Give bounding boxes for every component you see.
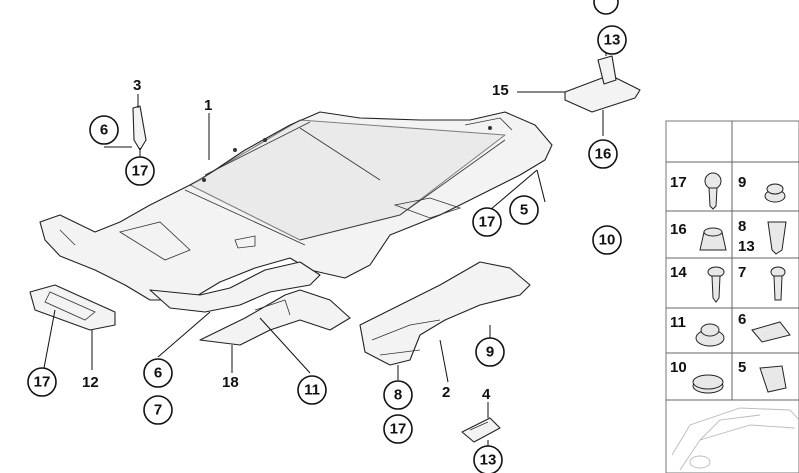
clip-4 — [461, 417, 501, 443]
label-18: 18 — [222, 374, 239, 391]
label-12: 12 — [82, 374, 99, 391]
label-5: 5 — [520, 202, 528, 219]
callout-16: 16 — [595, 146, 612, 163]
rear-shield — [359, 261, 531, 366]
label-1: 1 — [204, 97, 212, 114]
leader-lines — [43, 48, 607, 446]
bracket-3 — [132, 105, 147, 151]
callout-17-c: 17 — [34, 374, 51, 391]
legend-5: 5 — [738, 359, 746, 376]
callout-8: 8 — [394, 387, 402, 404]
legend-14: 14 — [670, 264, 687, 281]
legend-17: 17 — [670, 174, 687, 191]
callout-17-b: 17 — [479, 214, 496, 231]
small-plate — [29, 284, 116, 331]
callout-17-d: 17 — [390, 421, 407, 438]
legend-6: 6 — [738, 311, 746, 328]
callout-10: 10 — [599, 232, 616, 249]
legend-16: 16 — [670, 221, 687, 238]
bracket-15 — [564, 55, 641, 113]
plug-10-icon — [692, 374, 724, 394]
label-15: 15 — [492, 82, 509, 99]
legend-9: 9 — [738, 174, 746, 191]
callout-9: 9 — [486, 344, 494, 361]
legend-13: 13 — [738, 238, 755, 255]
callout-13-bottom: 13 — [480, 452, 497, 469]
callout-11: 11 — [304, 382, 320, 399]
hardware-legend: 17 9 16 8 13 14 7 — [665, 120, 799, 473]
label-6-bottom: 6 — [154, 365, 162, 382]
callout-17-a: 17 — [132, 163, 149, 180]
legend-8: 8 — [738, 218, 746, 235]
clip-5-icon — [759, 365, 787, 393]
clip-8-icon — [767, 221, 787, 255]
front-lower-shield — [149, 261, 351, 346]
callout-7: 7 — [154, 402, 162, 419]
screw-17-icon — [704, 172, 722, 210]
underbody-panel — [39, 111, 553, 301]
screw-14-icon — [707, 266, 725, 303]
nut-16-icon — [699, 227, 727, 251]
callout-13-top: 13 — [604, 32, 621, 49]
label-3: 3 — [133, 77, 141, 94]
clip-6-icon — [751, 321, 791, 343]
part-labels: 1 3 15 12 18 2 4 — [82, 77, 509, 403]
label-4: 4 — [482, 386, 491, 403]
legend-11: 11 — [670, 314, 686, 331]
grommet-11-icon — [695, 323, 725, 347]
legend-7: 7 — [738, 264, 746, 281]
legend-10: 10 — [670, 359, 687, 376]
bolt-7-icon — [770, 266, 786, 301]
label-2: 2 — [442, 384, 450, 401]
nut-9-icon — [764, 183, 786, 203]
callouts: 6 17 13 16 17 5 10 9 17 6 7 11 8 17 13 — [27, 0, 627, 473]
label-6-left: 6 — [100, 122, 108, 139]
car-outline-icon — [671, 407, 799, 471]
